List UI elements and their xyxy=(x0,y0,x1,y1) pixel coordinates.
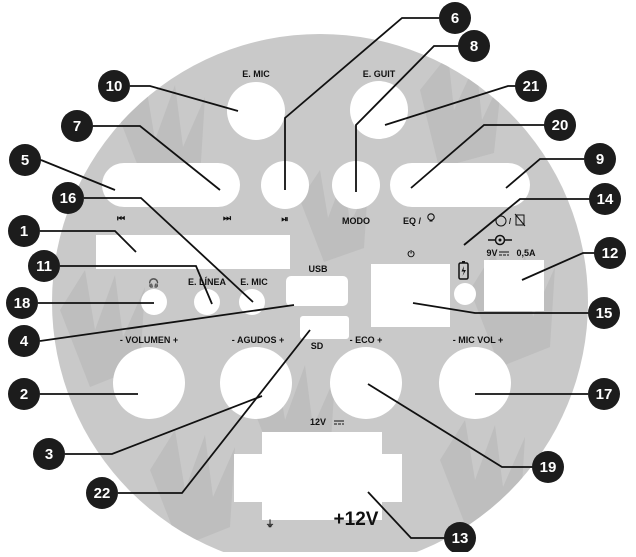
plus-12v-label: +12V xyxy=(334,509,379,530)
svg-text:20: 20 xyxy=(552,117,569,134)
dc-input-port[interactable] xyxy=(484,260,544,311)
svg-text:11: 11 xyxy=(36,258,52,275)
svg-text:22: 22 xyxy=(94,485,111,502)
svg-text:3: 3 xyxy=(45,446,53,463)
mode-label: MODO xyxy=(342,216,370,226)
prev-icon: ⏮ xyxy=(117,213,125,223)
svg-text:6: 6 xyxy=(451,10,459,27)
svg-text:16: 16 xyxy=(60,190,77,207)
12v-label: 12V xyxy=(310,417,326,427)
ext-guit-label: E. GUIT xyxy=(363,69,396,79)
dc-polarity-icon xyxy=(488,234,512,246)
play-pause-icon: ⏯ xyxy=(281,214,288,224)
svg-text:19: 19 xyxy=(540,459,557,476)
svg-text:17: 17 xyxy=(596,386,613,403)
callout-7: 7 xyxy=(61,110,93,142)
sd-card-slot[interactable] xyxy=(300,316,349,339)
svg-text:2: 2 xyxy=(20,386,28,403)
treble-knob[interactable] xyxy=(220,347,292,419)
callout-14: 14 xyxy=(589,183,621,215)
svg-text:15: 15 xyxy=(596,305,613,322)
ext-mic-bottom-label: E. MIC xyxy=(240,277,268,287)
ground-icon: ⏚ xyxy=(265,519,274,529)
echo-knob[interactable] xyxy=(330,347,402,419)
callout-1: 1 xyxy=(8,215,40,247)
eq-button-slot[interactable] xyxy=(390,163,530,207)
headphone-icon: 🎧 xyxy=(148,277,159,288)
line-in-jack[interactable] xyxy=(194,289,220,315)
svg-text:4: 4 xyxy=(20,333,29,350)
callout-6: 6 xyxy=(439,2,471,34)
dc-voltage-label: 9V xyxy=(486,248,497,258)
svg-text:13: 13 xyxy=(452,530,469,547)
callout-13: 13 xyxy=(444,522,476,554)
recycle-disposal-icon: / xyxy=(495,213,526,227)
display-window xyxy=(96,235,290,269)
sd-label: SD xyxy=(311,341,324,351)
callout-20: 20 xyxy=(544,109,576,141)
dc-symbol-icon-12v xyxy=(334,420,344,425)
volume-knob[interactable] xyxy=(113,347,185,419)
power-icon: ⏻ xyxy=(407,249,415,259)
power-switch[interactable] xyxy=(371,264,450,327)
svg-text:9: 9 xyxy=(596,151,604,168)
next-icon: ⏭ xyxy=(223,213,232,223)
ext-mic-top-label: E. MIC xyxy=(242,69,270,79)
callout-21: 21 xyxy=(515,70,547,102)
svg-text:10: 10 xyxy=(106,78,123,95)
svg-text:7: 7 xyxy=(73,118,81,135)
volume-label: - VOLUMEN + xyxy=(120,335,178,345)
panel-labels: E. MIC E. GUIT ⏮ ⏭ ⏯ MODO EQ / USB SD 🎧 … xyxy=(117,69,536,530)
ext-guitar-input[interactable] xyxy=(350,81,408,139)
callout-11: 11 xyxy=(28,250,60,282)
callouts: 1 2 3 4 5 6 7 8 9 10 11 12 13 14 15 16 1… xyxy=(6,2,626,554)
usb-port[interactable] xyxy=(286,276,348,306)
line-in-label: E. LÍNEA xyxy=(188,277,227,287)
lightbulb-icon xyxy=(427,213,435,222)
svg-text:/: / xyxy=(509,217,512,226)
mic-volume-knob[interactable] xyxy=(439,347,511,419)
svg-text:8: 8 xyxy=(470,38,478,55)
callout-2: 2 xyxy=(8,378,40,410)
indicator-led xyxy=(96,240,120,264)
callout-10: 10 xyxy=(98,70,130,102)
svg-text:5: 5 xyxy=(21,152,29,169)
svg-text:14: 14 xyxy=(597,191,614,208)
headphone-jack[interactable] xyxy=(141,289,167,315)
eq-label: EQ / xyxy=(403,216,422,226)
callout-9: 9 xyxy=(584,143,616,175)
svg-text:12: 12 xyxy=(602,245,619,262)
mic-volume-label: - MIC VOL + xyxy=(453,335,504,345)
callout-5: 5 xyxy=(9,144,41,176)
callout-19: 19 xyxy=(532,451,564,483)
treble-label: - AGUDOS + xyxy=(232,335,284,345)
ext-mic-input-top[interactable] xyxy=(227,82,285,140)
battery-icon xyxy=(458,261,469,280)
usb-label: USB xyxy=(308,264,328,274)
callout-22: 22 xyxy=(86,477,118,509)
callout-3: 3 xyxy=(33,438,65,470)
12v-connector[interactable] xyxy=(234,432,402,520)
prev-next-button-slot[interactable] xyxy=(102,163,240,207)
callout-4: 4 xyxy=(8,325,40,357)
svg-text:21: 21 xyxy=(523,78,540,95)
dc-symbol-icon xyxy=(499,251,509,256)
leader-lines xyxy=(38,17,610,539)
callout-8: 8 xyxy=(458,30,490,62)
charge-led xyxy=(454,283,476,305)
callout-16: 16 xyxy=(52,182,84,214)
callout-17: 17 xyxy=(588,378,620,410)
svg-text:18: 18 xyxy=(14,295,31,312)
controls xyxy=(96,81,544,520)
echo-label: - ECO + xyxy=(350,335,383,345)
dc-current-label: 0,5A xyxy=(516,248,536,258)
svg-text:1: 1 xyxy=(20,223,28,240)
callout-15: 15 xyxy=(588,297,620,329)
callout-18: 18 xyxy=(6,287,38,319)
callout-12: 12 xyxy=(594,237,626,269)
